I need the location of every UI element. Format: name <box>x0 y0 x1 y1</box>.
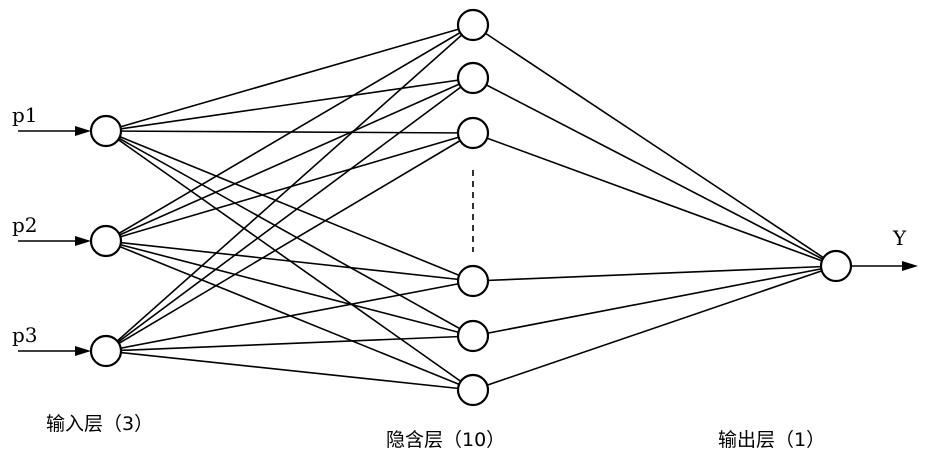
edge-input1-hidden1 <box>105 24 474 132</box>
output-node <box>819 249 853 283</box>
edge-hidden3-output <box>472 132 837 267</box>
labels: p1 p2 p3 Y 输入层（3） 隐含层（10） 输出层（1） <box>12 103 907 451</box>
edge-input2-hidden1 <box>105 24 474 242</box>
input-node-1 <box>89 114 123 148</box>
edge-hidden4-output <box>472 265 837 282</box>
hidden-node-3 <box>456 116 490 150</box>
edge-input2-hidden2 <box>105 77 474 242</box>
io-arrows <box>18 126 918 356</box>
output-layer-label: 输出层（1） <box>718 429 825 451</box>
input-label-p3: p3 <box>12 323 38 347</box>
input-arrow-head-1 <box>75 126 91 136</box>
edge-input1-hidden4 <box>105 130 474 282</box>
edge-input3-hidden5 <box>105 335 474 352</box>
edge-input3-hidden2 <box>105 77 474 352</box>
edge-input3-hidden3 <box>105 132 474 352</box>
output-label-y: Y <box>892 226 907 250</box>
edge-input2-hidden4 <box>105 240 474 282</box>
input-arrow-head-2 <box>75 236 91 246</box>
hidden-layer-label: 隐含层（10） <box>386 429 505 451</box>
input-node-2 <box>89 224 123 258</box>
edge-input1-hidden5 <box>105 130 474 337</box>
edge-hidden2-output <box>472 77 837 267</box>
nodes <box>89 8 853 407</box>
hidden-node-5 <box>456 319 490 353</box>
edge-input3-hidden4 <box>105 280 474 352</box>
hidden-node-6 <box>456 373 490 407</box>
connections <box>105 24 837 391</box>
input-layer-label: 输入层（3） <box>46 413 153 435</box>
hidden-node-1 <box>456 8 490 42</box>
edge-hidden6-output <box>472 265 837 391</box>
edge-hidden1-output <box>472 24 837 267</box>
edge-input1-hidden3 <box>105 130 474 134</box>
edge-input3-hidden6 <box>105 350 474 391</box>
input-node-3 <box>89 334 123 368</box>
hidden-node-4 <box>456 264 490 298</box>
output-arrow-head <box>902 261 918 271</box>
input-label-p1: p1 <box>12 103 38 127</box>
input-label-p2: p2 <box>12 213 38 237</box>
edge-hidden5-output <box>472 265 837 337</box>
hidden-node-2 <box>456 61 490 95</box>
edge-input3-hidden1 <box>105 24 474 352</box>
edge-input2-hidden5 <box>105 240 474 337</box>
input-arrow-head-3 <box>75 346 91 356</box>
edge-input1-hidden2 <box>105 77 474 132</box>
